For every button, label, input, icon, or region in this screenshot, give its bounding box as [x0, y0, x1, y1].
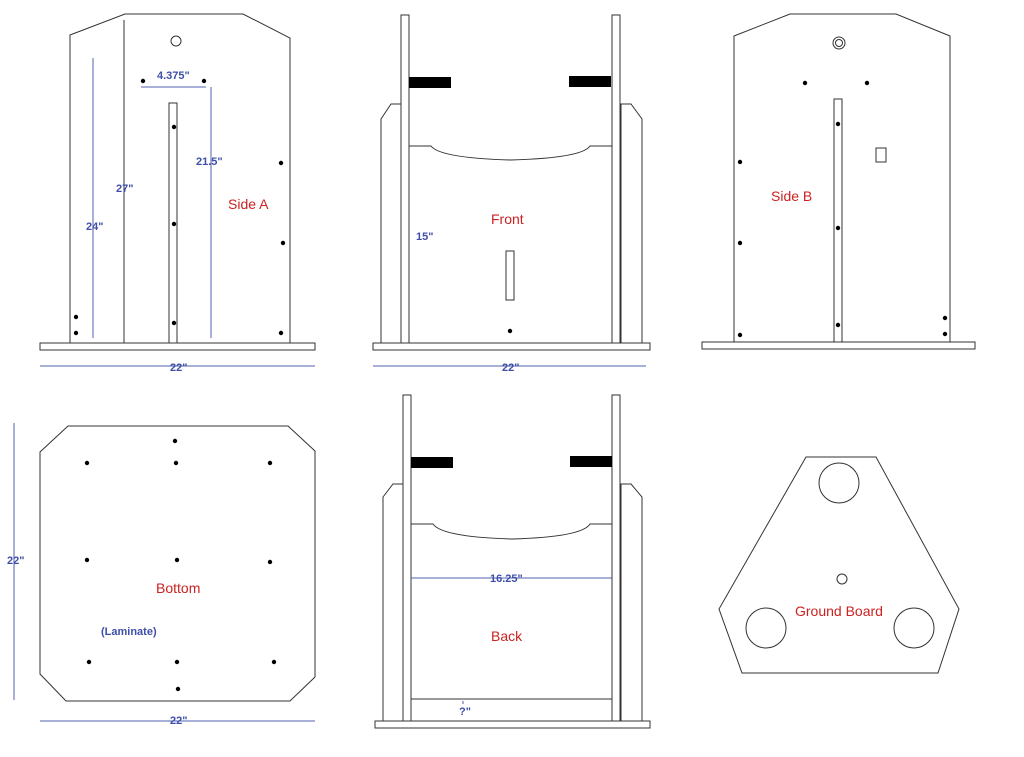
ground-board-label: Ground Board [795, 603, 883, 619]
bottom-height-label: 22" [7, 555, 24, 567]
side-a-height-24-label: 24" [86, 221, 103, 233]
side-b-label: Side B [771, 188, 812, 204]
side-a-slot-height-label: 21.5" [196, 156, 223, 168]
side-a-slot-spacing-label: 4.375" [157, 70, 190, 82]
bottom-width-label: 22" [170, 715, 187, 727]
side-a-width-label: 22" [170, 362, 187, 374]
bottom-label: Bottom [156, 580, 200, 596]
front-label: Front [491, 211, 524, 227]
front-width-label: 22" [502, 362, 519, 374]
bottom-laminate-note: (Laminate) [101, 626, 157, 638]
side-a-label: Side A [228, 196, 269, 212]
back-panel: Back 16.25" ?" [374, 394, 651, 729]
side-a-panel: Side A 4.375" 21.5" 27" 24" 22" [39, 13, 316, 374]
back-label: Back [491, 628, 523, 644]
bottom-panel: Bottom (Laminate) 22" 22" [7, 423, 316, 727]
front-height-label: 15" [416, 231, 433, 243]
back-bottom-gap-label: ?" [459, 706, 471, 718]
side-b-panel: Side B [701, 13, 976, 350]
back-inner-width-label: 16.25" [490, 573, 523, 585]
front-panel: Front 15" 22" [372, 14, 651, 374]
ground-board-panel: Ground Board [718, 456, 960, 674]
side-a-height-27-label: 27" [116, 183, 133, 195]
